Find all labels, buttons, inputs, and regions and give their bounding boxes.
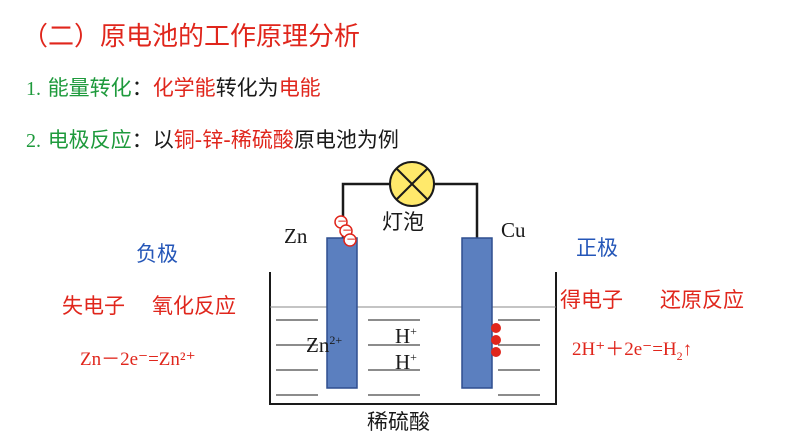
item-number: 1.	[26, 78, 41, 100]
copper-electrode	[461, 237, 493, 389]
solution-label: 稀硫酸	[367, 410, 430, 434]
electron-sign: −	[346, 232, 357, 246]
convert-text: 转化为	[215, 76, 279, 100]
reduction-label: 还原反应	[660, 288, 744, 312]
positive-pole-label: 正极	[576, 236, 618, 260]
electron-icons	[334, 215, 357, 247]
gain-electrons-label: 得电子	[560, 288, 623, 312]
electrode-reaction-label: 电极反应	[47, 128, 132, 152]
colon: ：	[131, 128, 153, 152]
prefix-text: 以	[152, 128, 174, 152]
electrode-reaction-line: 2. 电极反应：以铜-锌-稀硫酸原电池为例	[26, 124, 399, 154]
cell-example: 铜-锌-稀硫酸	[173, 128, 294, 152]
bulb-label: 灯泡	[382, 210, 424, 234]
page-title: （二）原电池的工作原理分析	[22, 22, 361, 52]
anode-equation: Zn－2e⁻=Zn²⁺	[80, 349, 196, 370]
bulb-icon	[389, 161, 435, 207]
suffix-text: 原电池为例	[293, 128, 399, 152]
electron-sign: −	[337, 214, 348, 228]
oxidation-label: 氧化反应	[152, 294, 236, 318]
cathode-equation: 2H⁺＋2e⁻=H2↑	[572, 339, 693, 363]
energy-conversion-line: 1. 能量转化：化学能转化为电能	[26, 72, 321, 102]
right-wire	[434, 182, 479, 238]
hydrogen-ion-label: H+	[395, 350, 417, 374]
colon: ：	[131, 76, 153, 100]
zinc-label: Zn	[284, 224, 308, 248]
electric-energy: 电能	[278, 76, 321, 100]
electron-sign: −	[342, 223, 353, 237]
liquid-lines	[276, 319, 540, 396]
zinc-electrode	[326, 237, 358, 389]
hydrogen-bubble-icons	[491, 323, 501, 357]
energy-conversion-label: 能量转化	[47, 76, 132, 100]
lose-electrons-label: 失电子	[62, 294, 125, 318]
negative-pole-label: 负极	[136, 242, 178, 266]
chemical-energy: 化学能	[152, 76, 216, 100]
item-number: 2.	[26, 130, 41, 152]
zinc-ion-label: Zn2+	[306, 333, 343, 357]
beaker	[269, 272, 557, 405]
copper-label: Cu	[501, 218, 526, 242]
hydrogen-ion-label: H+	[395, 324, 417, 348]
